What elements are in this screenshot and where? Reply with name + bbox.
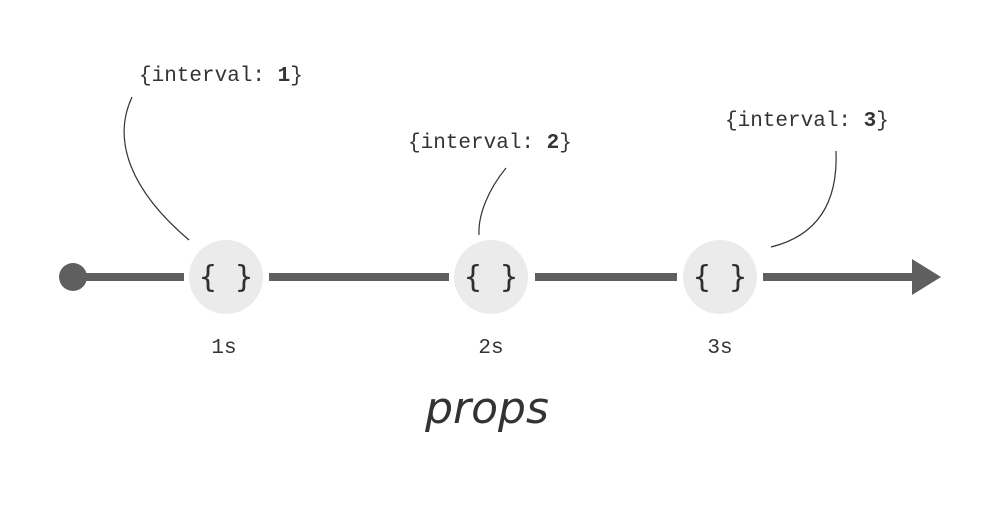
timeline-node-3: { } 3s (683, 240, 757, 360)
timeline-node-2: { } 2s (454, 240, 528, 360)
annotation-value: 3 (864, 110, 877, 133)
annotation-close: } (559, 132, 572, 155)
time-label: 3s (707, 337, 732, 360)
timeline-arrowhead-icon (912, 259, 941, 295)
annotation-1: {interval: 1} (139, 65, 303, 88)
node-circle (454, 240, 528, 314)
time-label: 1s (211, 337, 236, 360)
callout-line-1 (123, 96, 190, 241)
callout-lines (123, 96, 837, 248)
annotation-value: 2 (547, 132, 560, 155)
time-label: 2s (478, 337, 503, 360)
annotation-key: {interval: (139, 65, 278, 88)
callout-line-2 (478, 167, 507, 236)
diagram-title: props (424, 383, 549, 434)
annotation-close: } (290, 65, 303, 88)
node-circle (189, 240, 263, 314)
annotation-close: } (876, 110, 889, 133)
annotation-key: {interval: (725, 110, 864, 133)
annotation-3: {interval: 3} (725, 110, 889, 133)
annotation-value: 1 (278, 65, 291, 88)
annotation-key: {interval: (408, 132, 547, 155)
curly-braces-icon: { } (199, 260, 253, 295)
timeline-start-dot (59, 263, 87, 291)
callout-line-3 (770, 150, 837, 248)
curly-braces-icon: { } (464, 260, 518, 295)
node-circle (683, 240, 757, 314)
curly-braces-icon: { } (693, 260, 747, 295)
annotation-2: {interval: 2} (408, 132, 572, 155)
timeline-node-1: { } 1s (189, 240, 263, 360)
